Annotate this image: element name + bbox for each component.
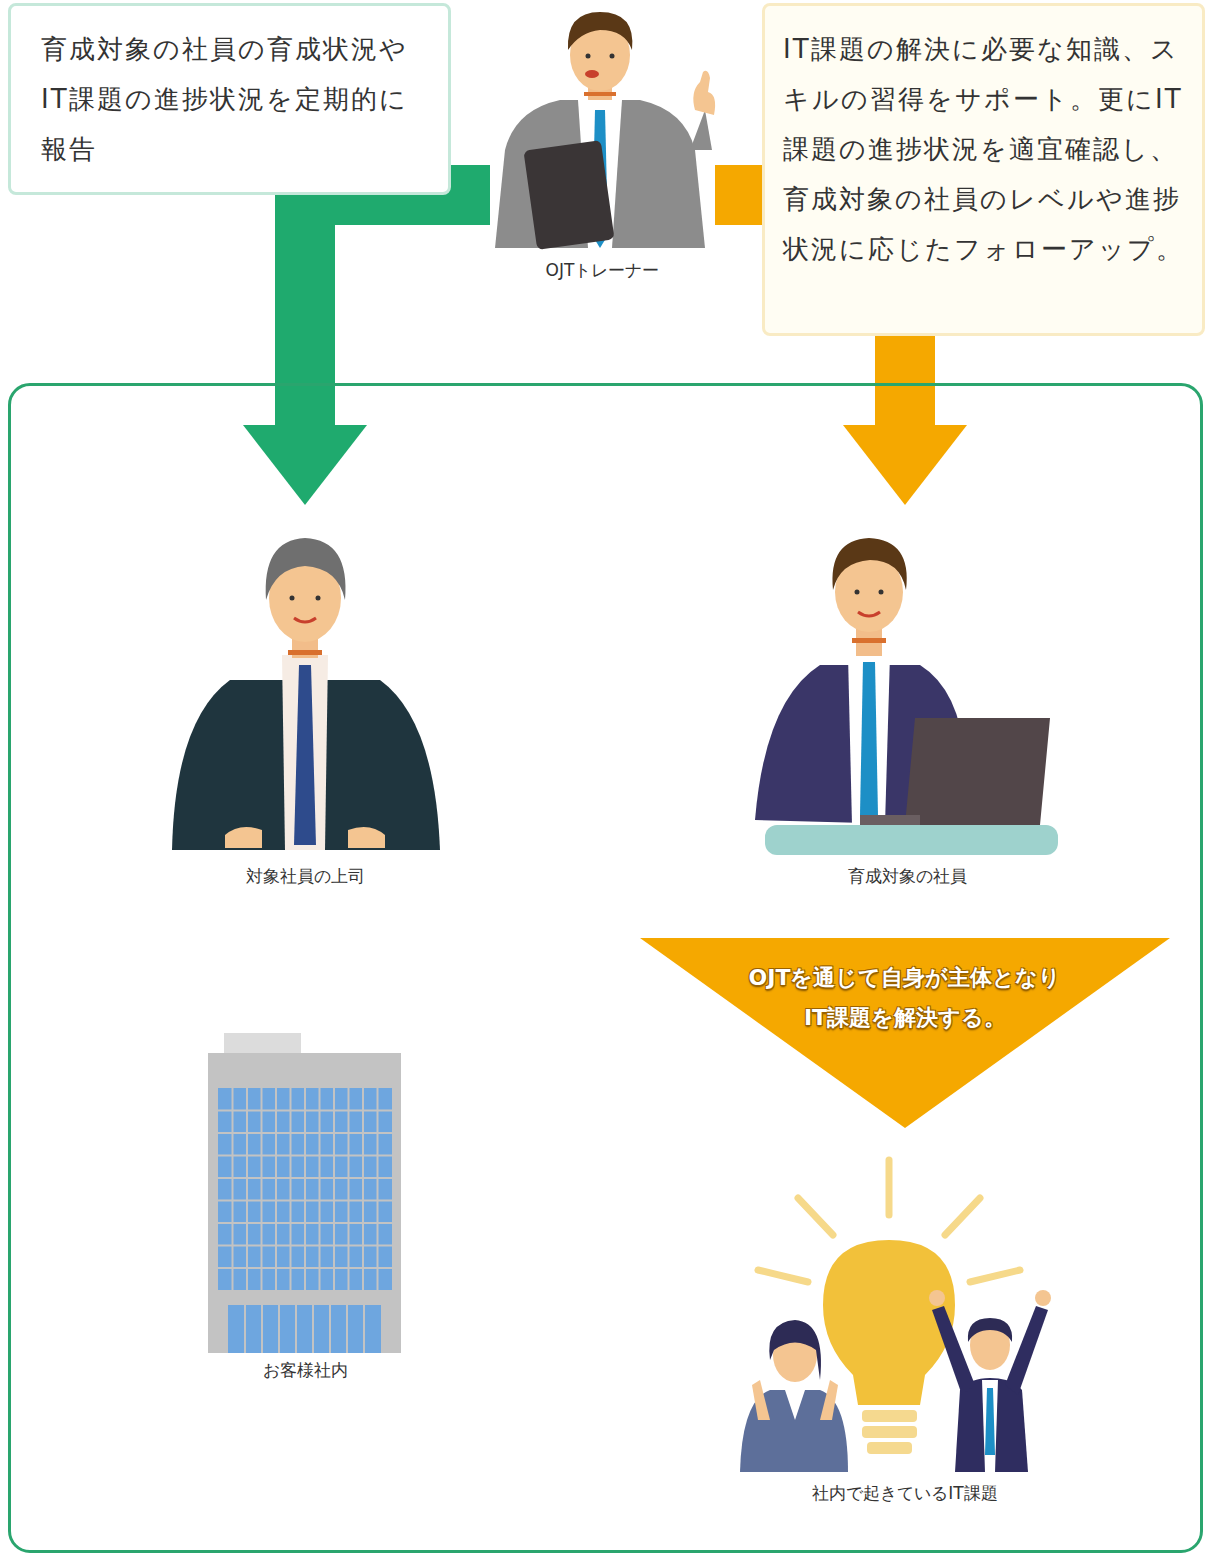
- building-node: お客様社内: [200, 1030, 410, 1382]
- person-node: 育成対象の社員: [750, 530, 1065, 888]
- node-text: OJTを通じて自身が主体となり IT課題を解決する。: [745, 958, 1065, 1038]
- arrow-shaft: [305, 195, 490, 427]
- arrow-head: [243, 425, 367, 505]
- group-frame: 対象社員の上司 育成対象の社員お客様社内 OJTを通じて自身が主体となり IT課題を…: [8, 383, 1203, 1553]
- boss-figure: [172, 538, 440, 850]
- caption: お客様社内: [260, 1359, 351, 1382]
- node-text: 育成対象の社員の育成状況やIT課題の進捗状況を定期的に報告: [41, 24, 418, 174]
- arrow-connector: [243, 195, 490, 505]
- idea-figure: [740, 1160, 1051, 1472]
- callout-box: IT課題の解決に必要な知識、スキルの習得をサポート。更にIT課題の進捗状況を適宜…: [762, 3, 1205, 336]
- node-text: IT課題の解決に必要な知識、スキルの習得をサポート。更にIT課題の進捗状況を適宜…: [783, 24, 1184, 274]
- building: [208, 1033, 401, 1353]
- employee-figure: [755, 538, 1058, 855]
- idea-node: 社内で起きているIT課題: [735, 1150, 1075, 1505]
- trainer-figure: [495, 12, 715, 250]
- triangle-band: OJTを通じて自身が主体となり IT課題を解決する。: [640, 938, 1170, 1128]
- person-node: 対象社員の上司: [160, 530, 450, 888]
- caption: 対象社員の上司: [243, 865, 368, 888]
- caption: 社内で起きているIT課題: [809, 1482, 1000, 1505]
- arrow-head: [843, 425, 967, 505]
- caption: OJTトレーナー: [543, 259, 663, 282]
- caption: 育成対象の社員: [845, 865, 970, 888]
- trainer-node: OJTトレーナー: [490, 0, 715, 282]
- callout-box: 育成対象の社員の育成状況やIT課題の進捗状況を定期的に報告: [8, 3, 451, 195]
